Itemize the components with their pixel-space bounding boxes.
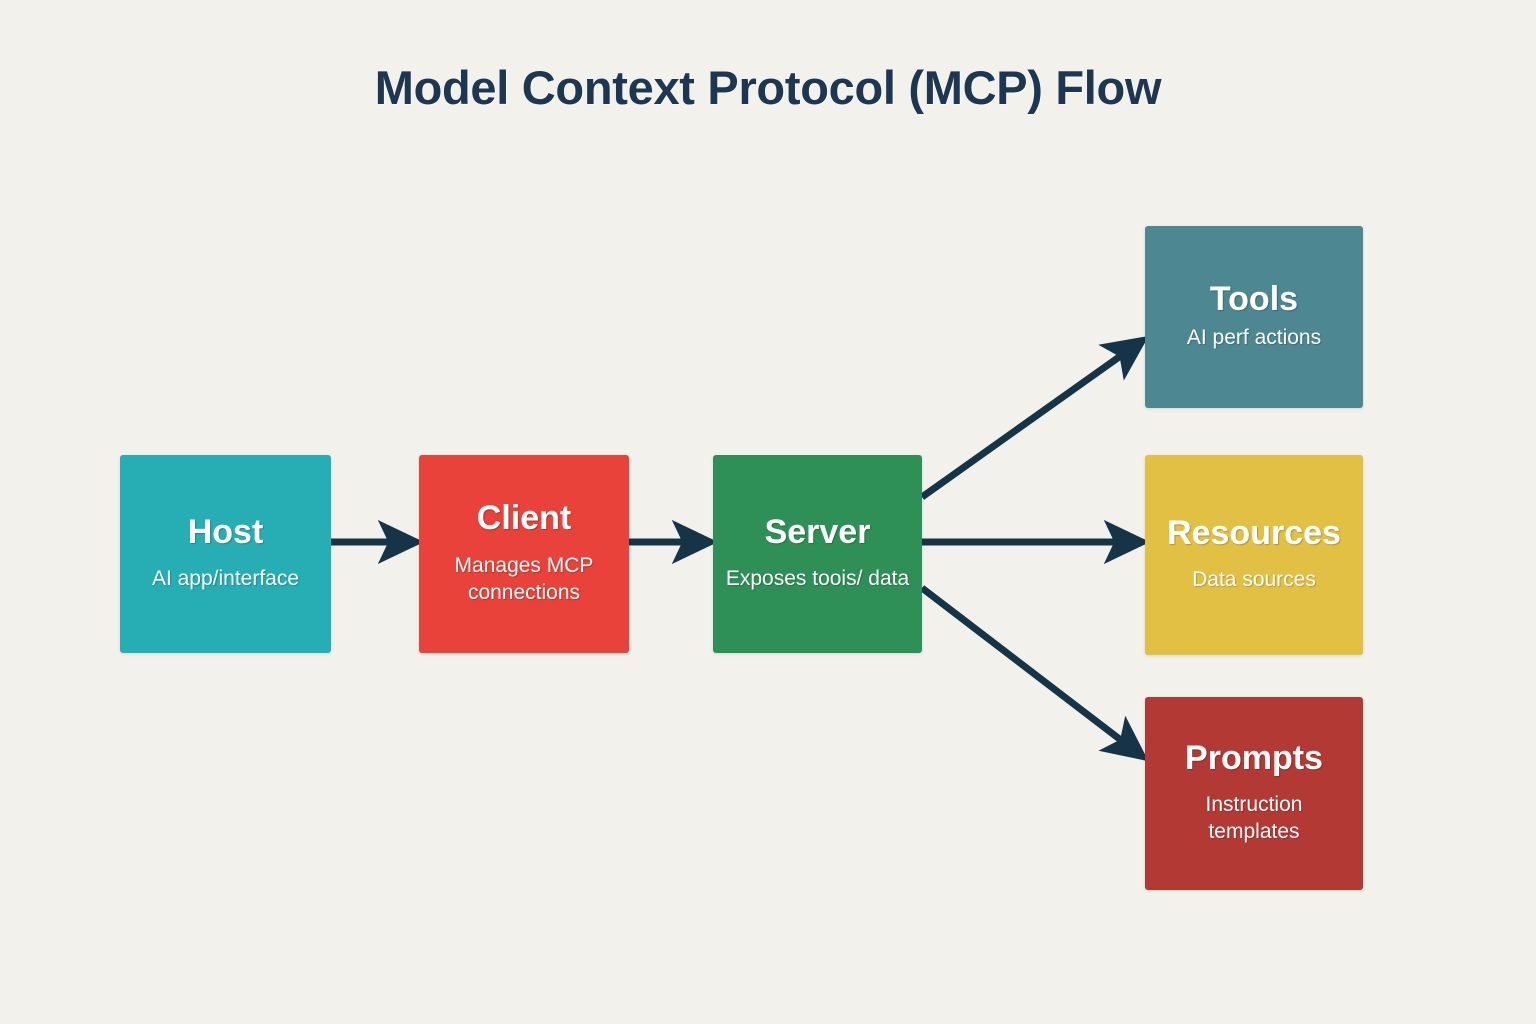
node-resources[interactable]: Resources Data sources	[1145, 455, 1363, 655]
page-title: Model Context Protocol (MCP) Flow	[374, 61, 1162, 114]
node-host-title: Host	[187, 512, 264, 551]
node-tools-title: Tools	[1209, 279, 1299, 318]
arrow-server-to-prompts	[919, 585, 1149, 762]
node-host[interactable]: Host AI app/interface	[120, 455, 331, 653]
node-host-subtitle: AI app/interface	[151, 567, 300, 591]
arrow-server-to-tools	[919, 335, 1149, 500]
node-tools-subtitle: AI perf actions	[1186, 326, 1322, 350]
node-server[interactable]: Server Exposes toois/ data	[713, 455, 922, 653]
node-prompts[interactable]: Prompts Instruction templates	[1145, 697, 1363, 890]
node-prompts-subtitle: Instruction templates	[1205, 793, 1303, 844]
node-client-subtitle: Manages MCP connections	[454, 553, 594, 604]
node-server-subtitle: Exposes toois/ data	[725, 567, 910, 591]
node-client[interactable]: Client Manages MCP connections	[419, 455, 629, 653]
node-server-title: Server	[764, 512, 871, 551]
node-prompts-title: Prompts	[1185, 738, 1323, 777]
node-resources-subtitle: Data sources	[1192, 568, 1316, 592]
node-tools[interactable]: Tools AI perf actions	[1145, 226, 1363, 408]
node-client-title: Client	[476, 499, 572, 538]
node-resources-title: Resources	[1167, 513, 1341, 552]
